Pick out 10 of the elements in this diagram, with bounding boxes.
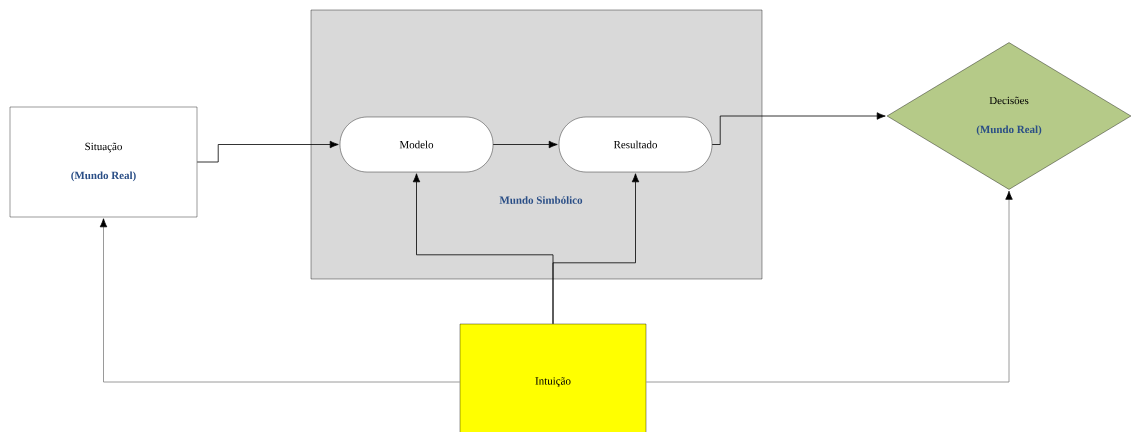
arrow xyxy=(645,190,1013,383)
arrow xyxy=(552,173,640,325)
rounded-box: Modelo xyxy=(339,116,494,173)
arrow xyxy=(99,218,461,383)
arrow xyxy=(196,140,339,163)
arrow xyxy=(492,140,558,149)
arrow xyxy=(711,112,886,145)
rounded-box: Resultado xyxy=(558,116,713,173)
process-box: Intuição xyxy=(459,323,647,432)
process-box: Situação (Mundo Real) xyxy=(9,106,198,218)
